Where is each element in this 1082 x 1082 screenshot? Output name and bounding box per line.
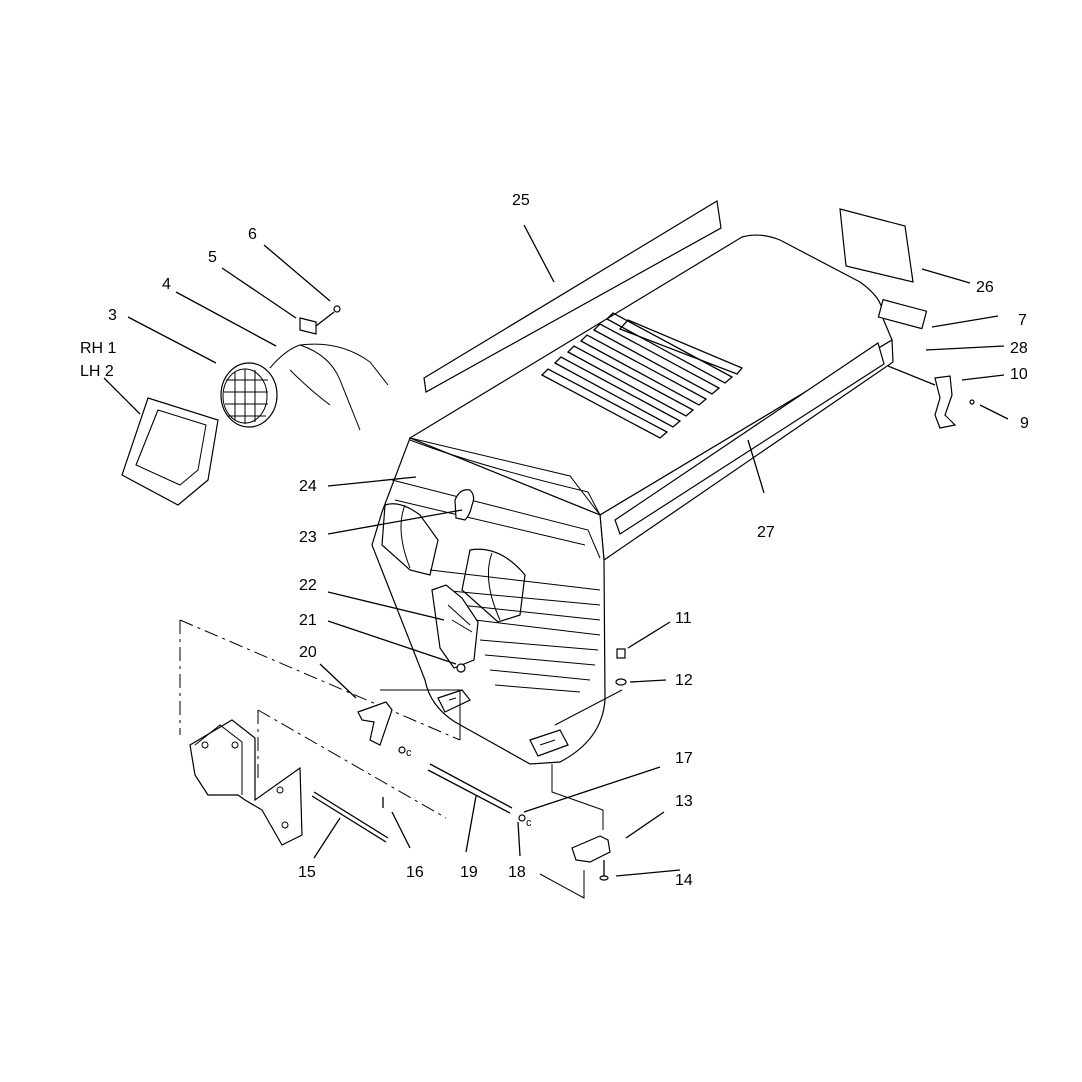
- callout-14: 14: [675, 872, 693, 889]
- callout-25: 25: [512, 192, 530, 209]
- center-line-6: [551, 764, 604, 830]
- bolt-11: [616, 648, 626, 659]
- hinge-13: [571, 835, 611, 863]
- leader-22: [327, 591, 445, 621]
- hood-vents: [540, 312, 744, 439]
- callout-17: 17: [675, 750, 693, 767]
- wiring-harness-4: [269, 343, 389, 431]
- grille-insert-22: [431, 584, 479, 669]
- center-line-2: [179, 619, 461, 741]
- emblem-23: [454, 489, 475, 521]
- latch-10: [934, 375, 957, 429]
- clip-near-20: c: [406, 747, 412, 759]
- leader-5: [221, 267, 297, 319]
- decal-26: [839, 208, 914, 283]
- leader-21: [327, 620, 457, 665]
- callout-3: 3: [108, 307, 117, 324]
- callout-28: 28: [1010, 340, 1028, 357]
- callout-7: 7: [1018, 312, 1027, 329]
- grille-lower-bracket: [437, 689, 569, 757]
- shaft-19: [429, 763, 513, 809]
- clip-17: c: [526, 817, 532, 829]
- callout-21: 21: [299, 612, 317, 629]
- center-line-5: [380, 689, 461, 740]
- leader-28: [925, 345, 1005, 351]
- callout-5: 5: [208, 249, 217, 266]
- leader-24: [327, 476, 417, 487]
- leader-25: [523, 224, 555, 283]
- leader-14: [615, 869, 681, 877]
- hinge-bracket-left: [189, 719, 303, 846]
- callout-27: 27: [757, 524, 775, 541]
- leader-23: [327, 509, 463, 535]
- nut-near-20: [398, 746, 406, 754]
- callout-15: 15: [298, 864, 316, 881]
- screw-6: [315, 305, 341, 327]
- callout-lh2: LH 2: [80, 363, 114, 380]
- callout-4: 4: [162, 276, 171, 293]
- leader-16: [391, 811, 411, 849]
- bracket-5: [299, 317, 317, 335]
- callout-19: 19: [460, 864, 478, 881]
- leader-13: [625, 811, 665, 839]
- callout-16: 16: [406, 864, 424, 881]
- leader-9: [979, 404, 1009, 420]
- callout-18: 18: [508, 864, 526, 881]
- latch-line: [887, 365, 936, 386]
- callout-24: 24: [299, 478, 317, 495]
- shaft-19b: [427, 769, 511, 814]
- leader-10: [961, 374, 1005, 381]
- washer-21: [456, 663, 466, 673]
- leader-4: [175, 291, 277, 347]
- callout-23: 23: [299, 529, 317, 546]
- rod-15b: [313, 791, 389, 839]
- hinge-20: [357, 701, 393, 746]
- screw-14: [599, 860, 609, 881]
- center-line-7: [539, 870, 585, 899]
- leader-6: [263, 244, 331, 302]
- callout-22: 22: [299, 577, 317, 594]
- screw-9: [969, 399, 975, 405]
- callout-13: 13: [675, 793, 693, 810]
- center-line-8: [554, 689, 623, 726]
- nut-18: [518, 814, 526, 822]
- headlight-bezel: [121, 397, 219, 506]
- callout-6: 6: [248, 226, 257, 243]
- leader-19: [465, 795, 477, 853]
- leader-7: [931, 315, 999, 328]
- callout-12: 12: [675, 672, 693, 689]
- callout-11: 11: [675, 610, 692, 627]
- leader-12: [629, 679, 667, 683]
- bumper-7: [877, 298, 928, 330]
- leader-3: [127, 316, 217, 364]
- washer-12: [615, 678, 627, 686]
- callout-10: 10: [1010, 366, 1028, 383]
- callout-26: 26: [976, 279, 994, 296]
- callout-20: 20: [299, 644, 317, 661]
- decal-strip-27: [614, 342, 885, 535]
- leader-18: [517, 821, 521, 857]
- leader-27: [747, 439, 765, 494]
- leader-15: [313, 817, 341, 859]
- callout-9: 9: [1020, 415, 1029, 432]
- headlight-3: [220, 362, 278, 428]
- leader-20: [319, 663, 357, 699]
- leader-1-2: [103, 377, 141, 415]
- leader-26: [921, 268, 971, 284]
- center-line-4: [257, 709, 447, 819]
- rod-15: [311, 795, 387, 843]
- leader-11: [627, 621, 671, 649]
- hood-top: [408, 234, 894, 562]
- decal-strip-25: [423, 200, 722, 393]
- callout-rh1: RH 1: [80, 340, 117, 357]
- leader-17: [523, 766, 661, 813]
